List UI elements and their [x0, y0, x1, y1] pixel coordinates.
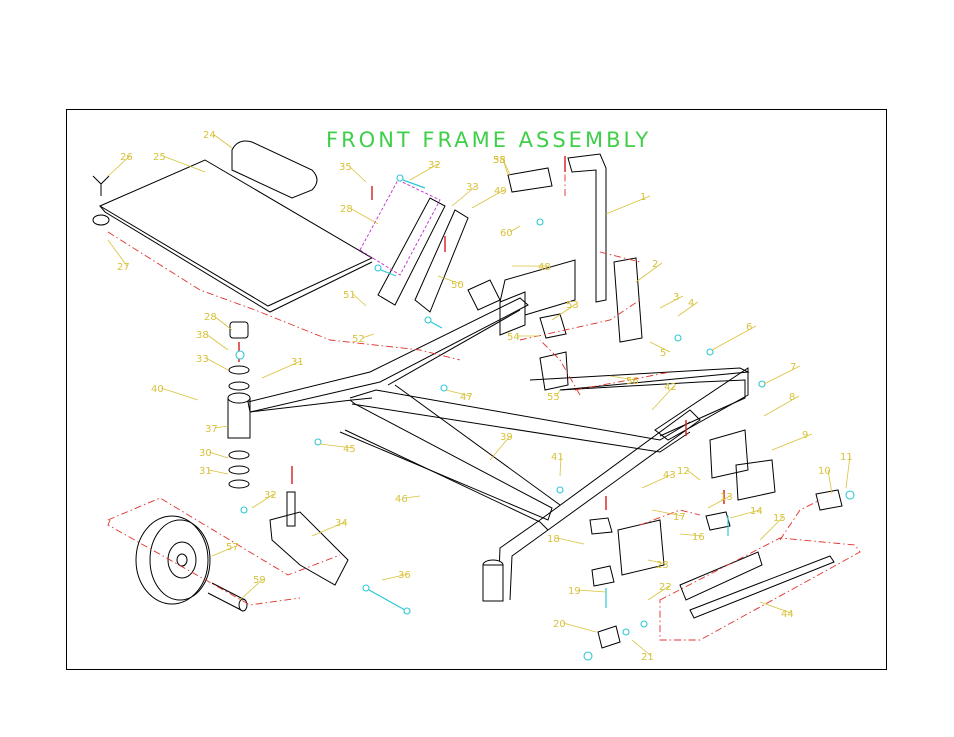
part-number-9: 9 — [802, 430, 808, 441]
part-number-6: 6 — [746, 322, 752, 333]
part-number-53: 53 — [566, 300, 579, 311]
part-number-48: 48 — [538, 262, 551, 273]
part-number-42: 42 — [664, 382, 677, 393]
part-number-18: 18 — [547, 534, 560, 545]
part-number-44: 44 — [781, 609, 794, 620]
caster-assembly — [136, 322, 348, 611]
part-number-57: 57 — [226, 542, 239, 553]
callout-leader — [213, 134, 232, 148]
part-number-23: 23 — [656, 560, 669, 571]
part-number-14: 14 — [750, 506, 763, 517]
part-number-56: 56 — [626, 376, 639, 387]
part-number-40: 40 — [151, 384, 164, 395]
callout-leader — [206, 334, 228, 350]
part-number-30: 30 — [199, 448, 212, 459]
part-number-47: 47 — [460, 392, 473, 403]
part-number-4: 4 — [688, 298, 694, 309]
part-number-8: 8 — [789, 392, 795, 403]
part-number-38: 38 — [196, 330, 209, 341]
part-number-60: 60 — [500, 228, 513, 239]
part-number-39: 39 — [500, 432, 513, 443]
part-number-31: 31 — [291, 357, 304, 368]
part-number-20: 20 — [553, 619, 566, 630]
part-number-54: 54 — [507, 332, 520, 343]
part-number-26: 26 — [120, 152, 133, 163]
part-number-2: 2 — [652, 259, 658, 270]
part-number-37: 37 — [205, 424, 218, 435]
callout-leader — [578, 590, 606, 592]
callout-leader — [209, 452, 228, 458]
part-number-28: 28 — [204, 312, 217, 323]
callout-leader — [350, 208, 378, 224]
lift-linkage — [590, 430, 842, 648]
part-number-33: 33 — [196, 354, 209, 365]
part-number-51: 51 — [343, 290, 356, 301]
part-number-1: 1 — [640, 192, 646, 203]
part-number-34: 34 — [335, 518, 348, 529]
part-number-16: 16 — [692, 532, 705, 543]
deck-shield-panel — [93, 141, 372, 312]
part-number-43: 43 — [663, 470, 676, 481]
part-number-3: 3 — [673, 292, 679, 303]
part-number-13: 13 — [720, 492, 733, 503]
part-number-12: 12 — [677, 466, 690, 477]
part-number-46: 46 — [395, 494, 408, 505]
part-number-41: 41 — [551, 452, 564, 463]
part-number-45: 45 — [343, 444, 356, 455]
part-number-28: 28 — [340, 204, 353, 215]
part-number-15: 15 — [773, 513, 786, 524]
part-number-58: 58 — [493, 155, 506, 166]
part-number-36: 36 — [398, 570, 411, 581]
part-number-27: 27 — [117, 262, 130, 273]
part-number-callouts: 2426252735323328355812345283833314037303… — [108, 130, 853, 663]
part-number-17: 17 — [673, 512, 686, 523]
part-number-59: 59 — [253, 575, 266, 586]
part-number-19: 19 — [568, 586, 581, 597]
part-number-5: 5 — [660, 348, 666, 359]
part-number-7: 7 — [790, 362, 796, 373]
main-frame — [248, 260, 748, 601]
callout-leader — [557, 538, 584, 544]
callout-leader — [563, 623, 596, 632]
part-number-31: 31 — [199, 466, 212, 477]
part-number-50: 50 — [451, 280, 464, 291]
part-number-33: 33 — [466, 182, 479, 193]
part-number-52: 52 — [352, 334, 365, 345]
hardware — [236, 175, 854, 660]
part-number-21: 21 — [641, 652, 654, 663]
part-number-55: 55 — [547, 392, 560, 403]
part-number-25: 25 — [153, 152, 166, 163]
part-number-32: 32 — [428, 160, 441, 171]
part-number-35: 35 — [339, 162, 352, 173]
callout-leader — [206, 358, 228, 370]
part-number-22: 22 — [659, 582, 672, 593]
callout-leader — [660, 296, 683, 308]
callout-leader — [161, 388, 198, 400]
part-number-32: 32 — [264, 490, 277, 501]
part-number-11: 11 — [840, 452, 853, 463]
part-number-24: 24 — [203, 130, 216, 141]
callout-leader — [209, 470, 228, 474]
part-number-49: 49 — [494, 186, 507, 197]
part-number-10: 10 — [818, 466, 831, 477]
